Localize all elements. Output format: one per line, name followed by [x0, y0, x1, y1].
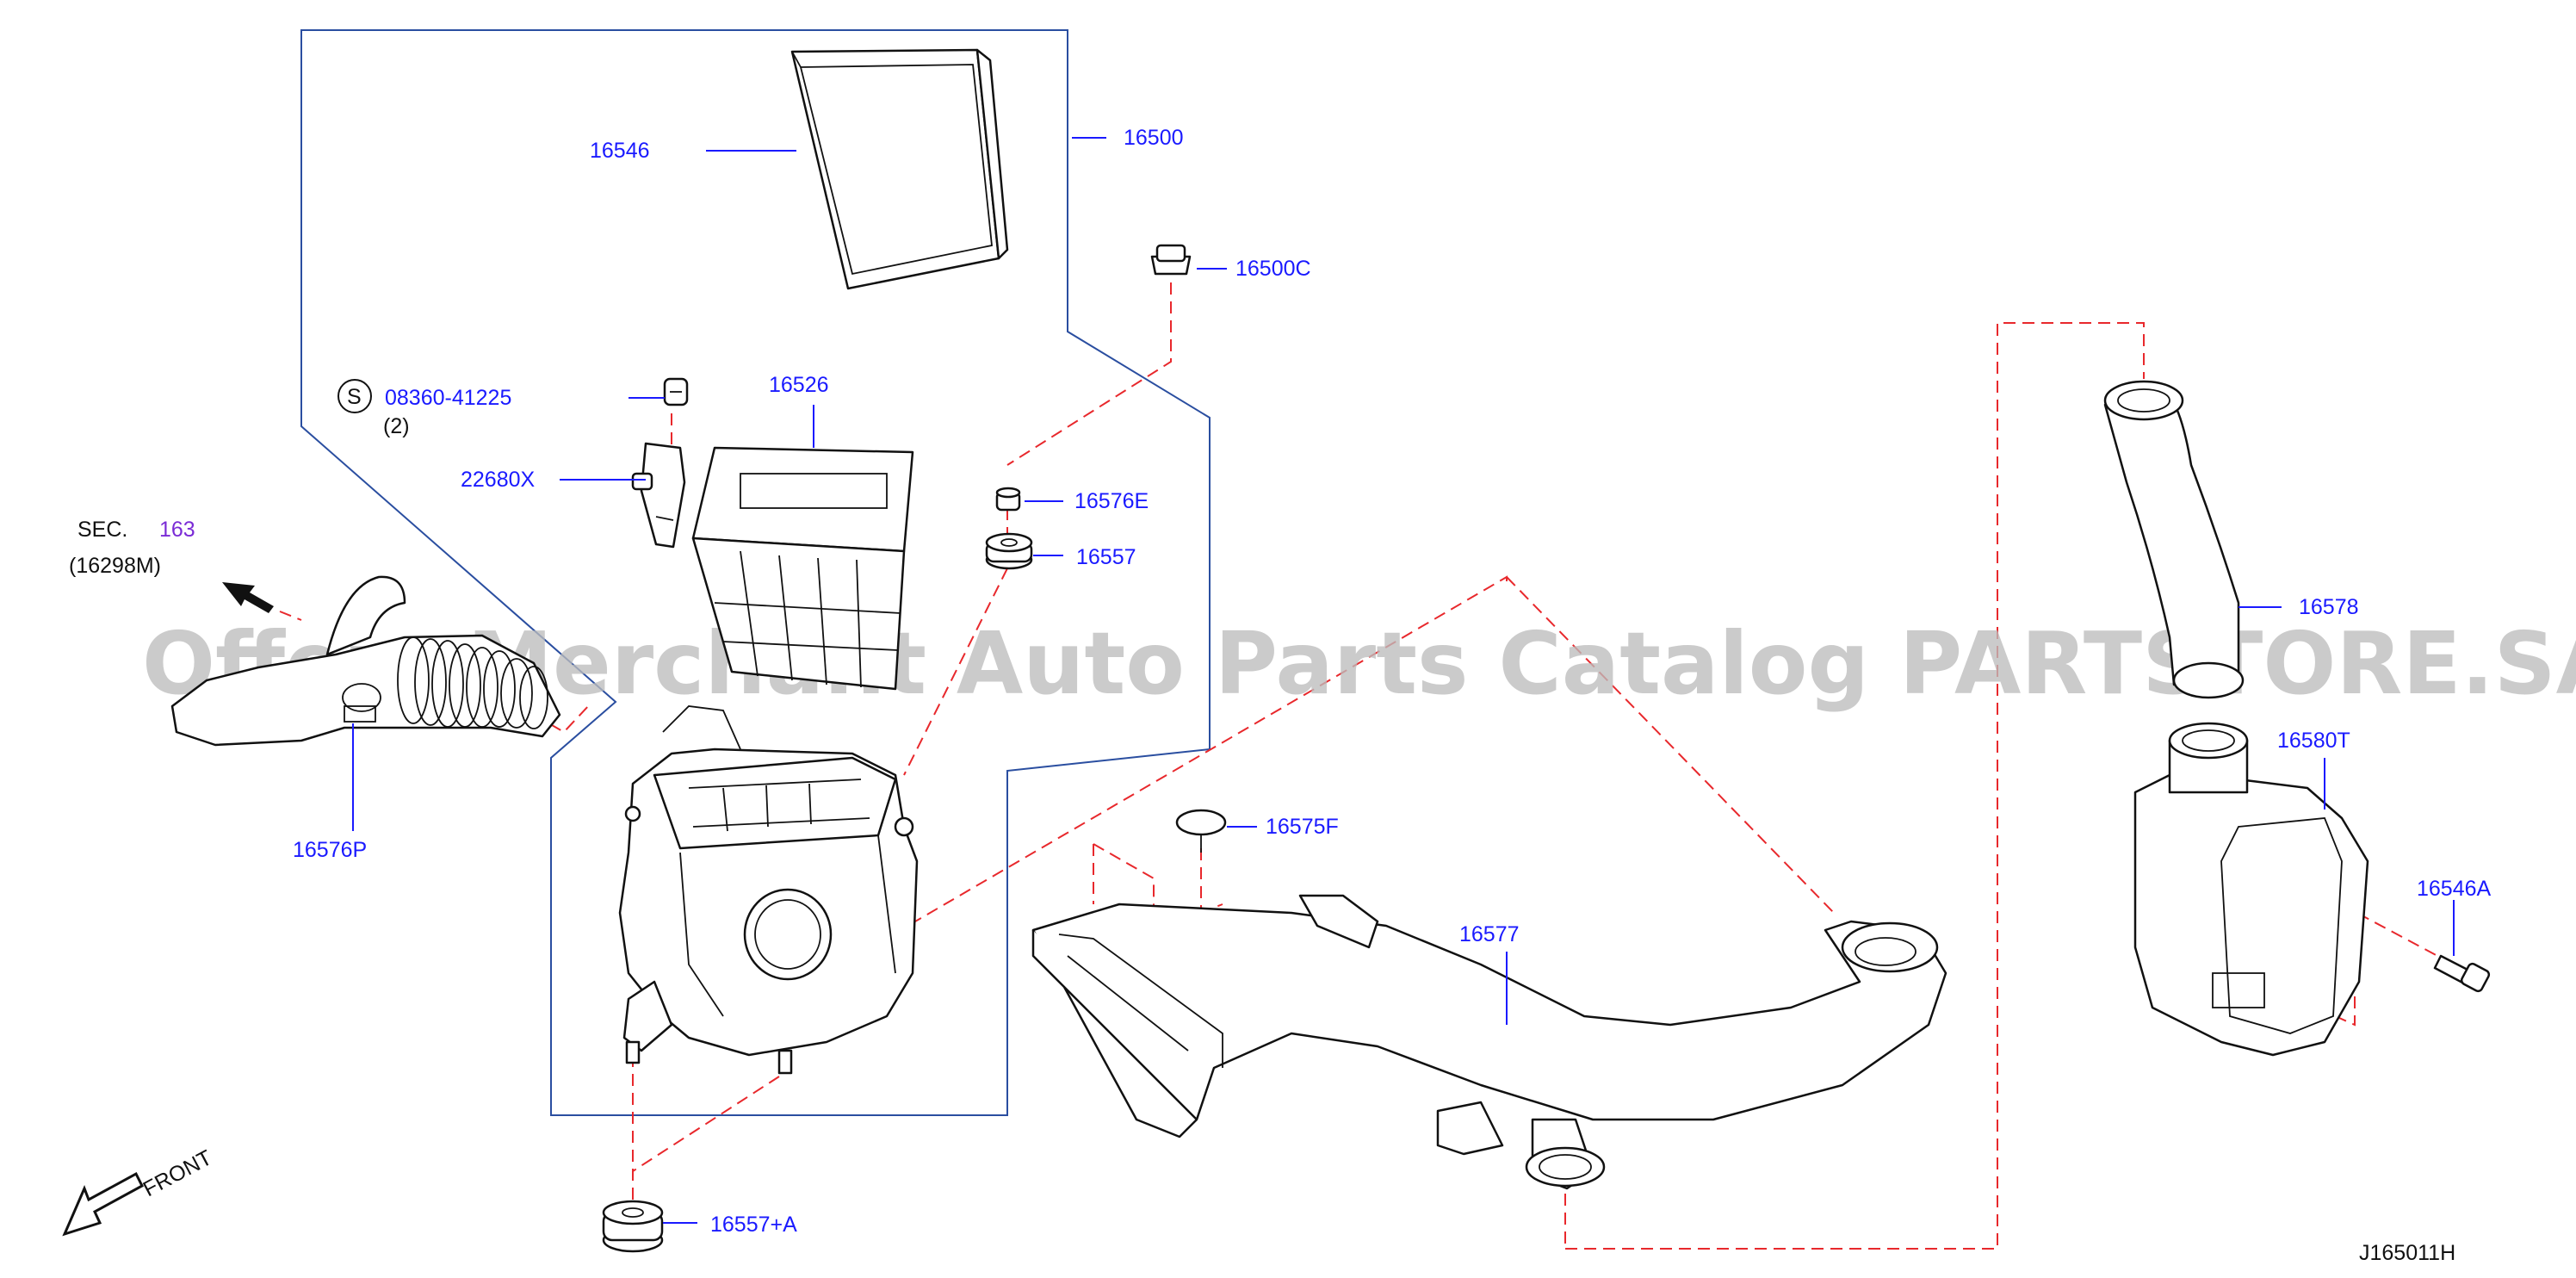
clip-16575f — [1175, 809, 1227, 853]
label-16500c: 16500C — [1235, 257, 1311, 281]
label-quantity-2: (2) — [383, 414, 410, 438]
grommet-16557a — [602, 1200, 664, 1253]
leader-lines — [352, 137, 2455, 1224]
screw-08360 — [663, 377, 689, 406]
air-duct-16577 — [1031, 894, 1947, 1190]
airflow-sensor-22680x — [631, 442, 686, 549]
nut-16500c — [1150, 244, 1192, 276]
label-16577: 16577 — [1459, 922, 1520, 946]
label-16557: 16557 — [1076, 545, 1136, 569]
grommet-16576e — [995, 487, 1021, 512]
label-16546: 16546 — [590, 139, 650, 163]
label-16546a: 16546A — [2417, 877, 2492, 901]
label-sec-ref: (16298M) — [69, 554, 161, 578]
front-arrow-icon — [62, 1171, 144, 1237]
hose-16578 — [2103, 380, 2245, 699]
s-symbol-circle — [337, 379, 372, 413]
label-16526: 16526 — [769, 373, 829, 397]
label-16500: 16500 — [1124, 126, 1184, 150]
bolt-16546a — [2433, 954, 2491, 993]
label-sec: SEC. — [77, 518, 127, 542]
s-symbol: S — [347, 385, 362, 409]
air-cleaner-housing — [618, 705, 919, 1075]
label-22680x: 22680X — [461, 468, 536, 492]
label-16580t: 16580T — [2277, 729, 2350, 753]
grommet-16557 — [985, 532, 1033, 570]
air-filter-element — [790, 48, 1009, 290]
label-16575f: 16575F — [1266, 815, 1339, 839]
filter-frame-16526 — [691, 446, 914, 691]
label-16576e: 16576E — [1074, 489, 1149, 513]
assembly-group-outline — [300, 29, 1211, 1116]
label-16557-a: 16557+A — [710, 1213, 797, 1237]
sec-arrow — [222, 582, 274, 613]
resonator-16580t — [2133, 722, 2369, 1057]
diagram-code: J165011H — [2359, 1241, 2455, 1265]
inlet-duct-16576p — [170, 575, 561, 747]
label-16576p: 16576P — [293, 838, 367, 862]
label-sec-number: 163 — [159, 518, 195, 542]
label-16578: 16578 — [2299, 595, 2359, 619]
label-08360-41225: 08360-41225 — [385, 386, 511, 410]
label-front: FRONT — [139, 1145, 216, 1201]
